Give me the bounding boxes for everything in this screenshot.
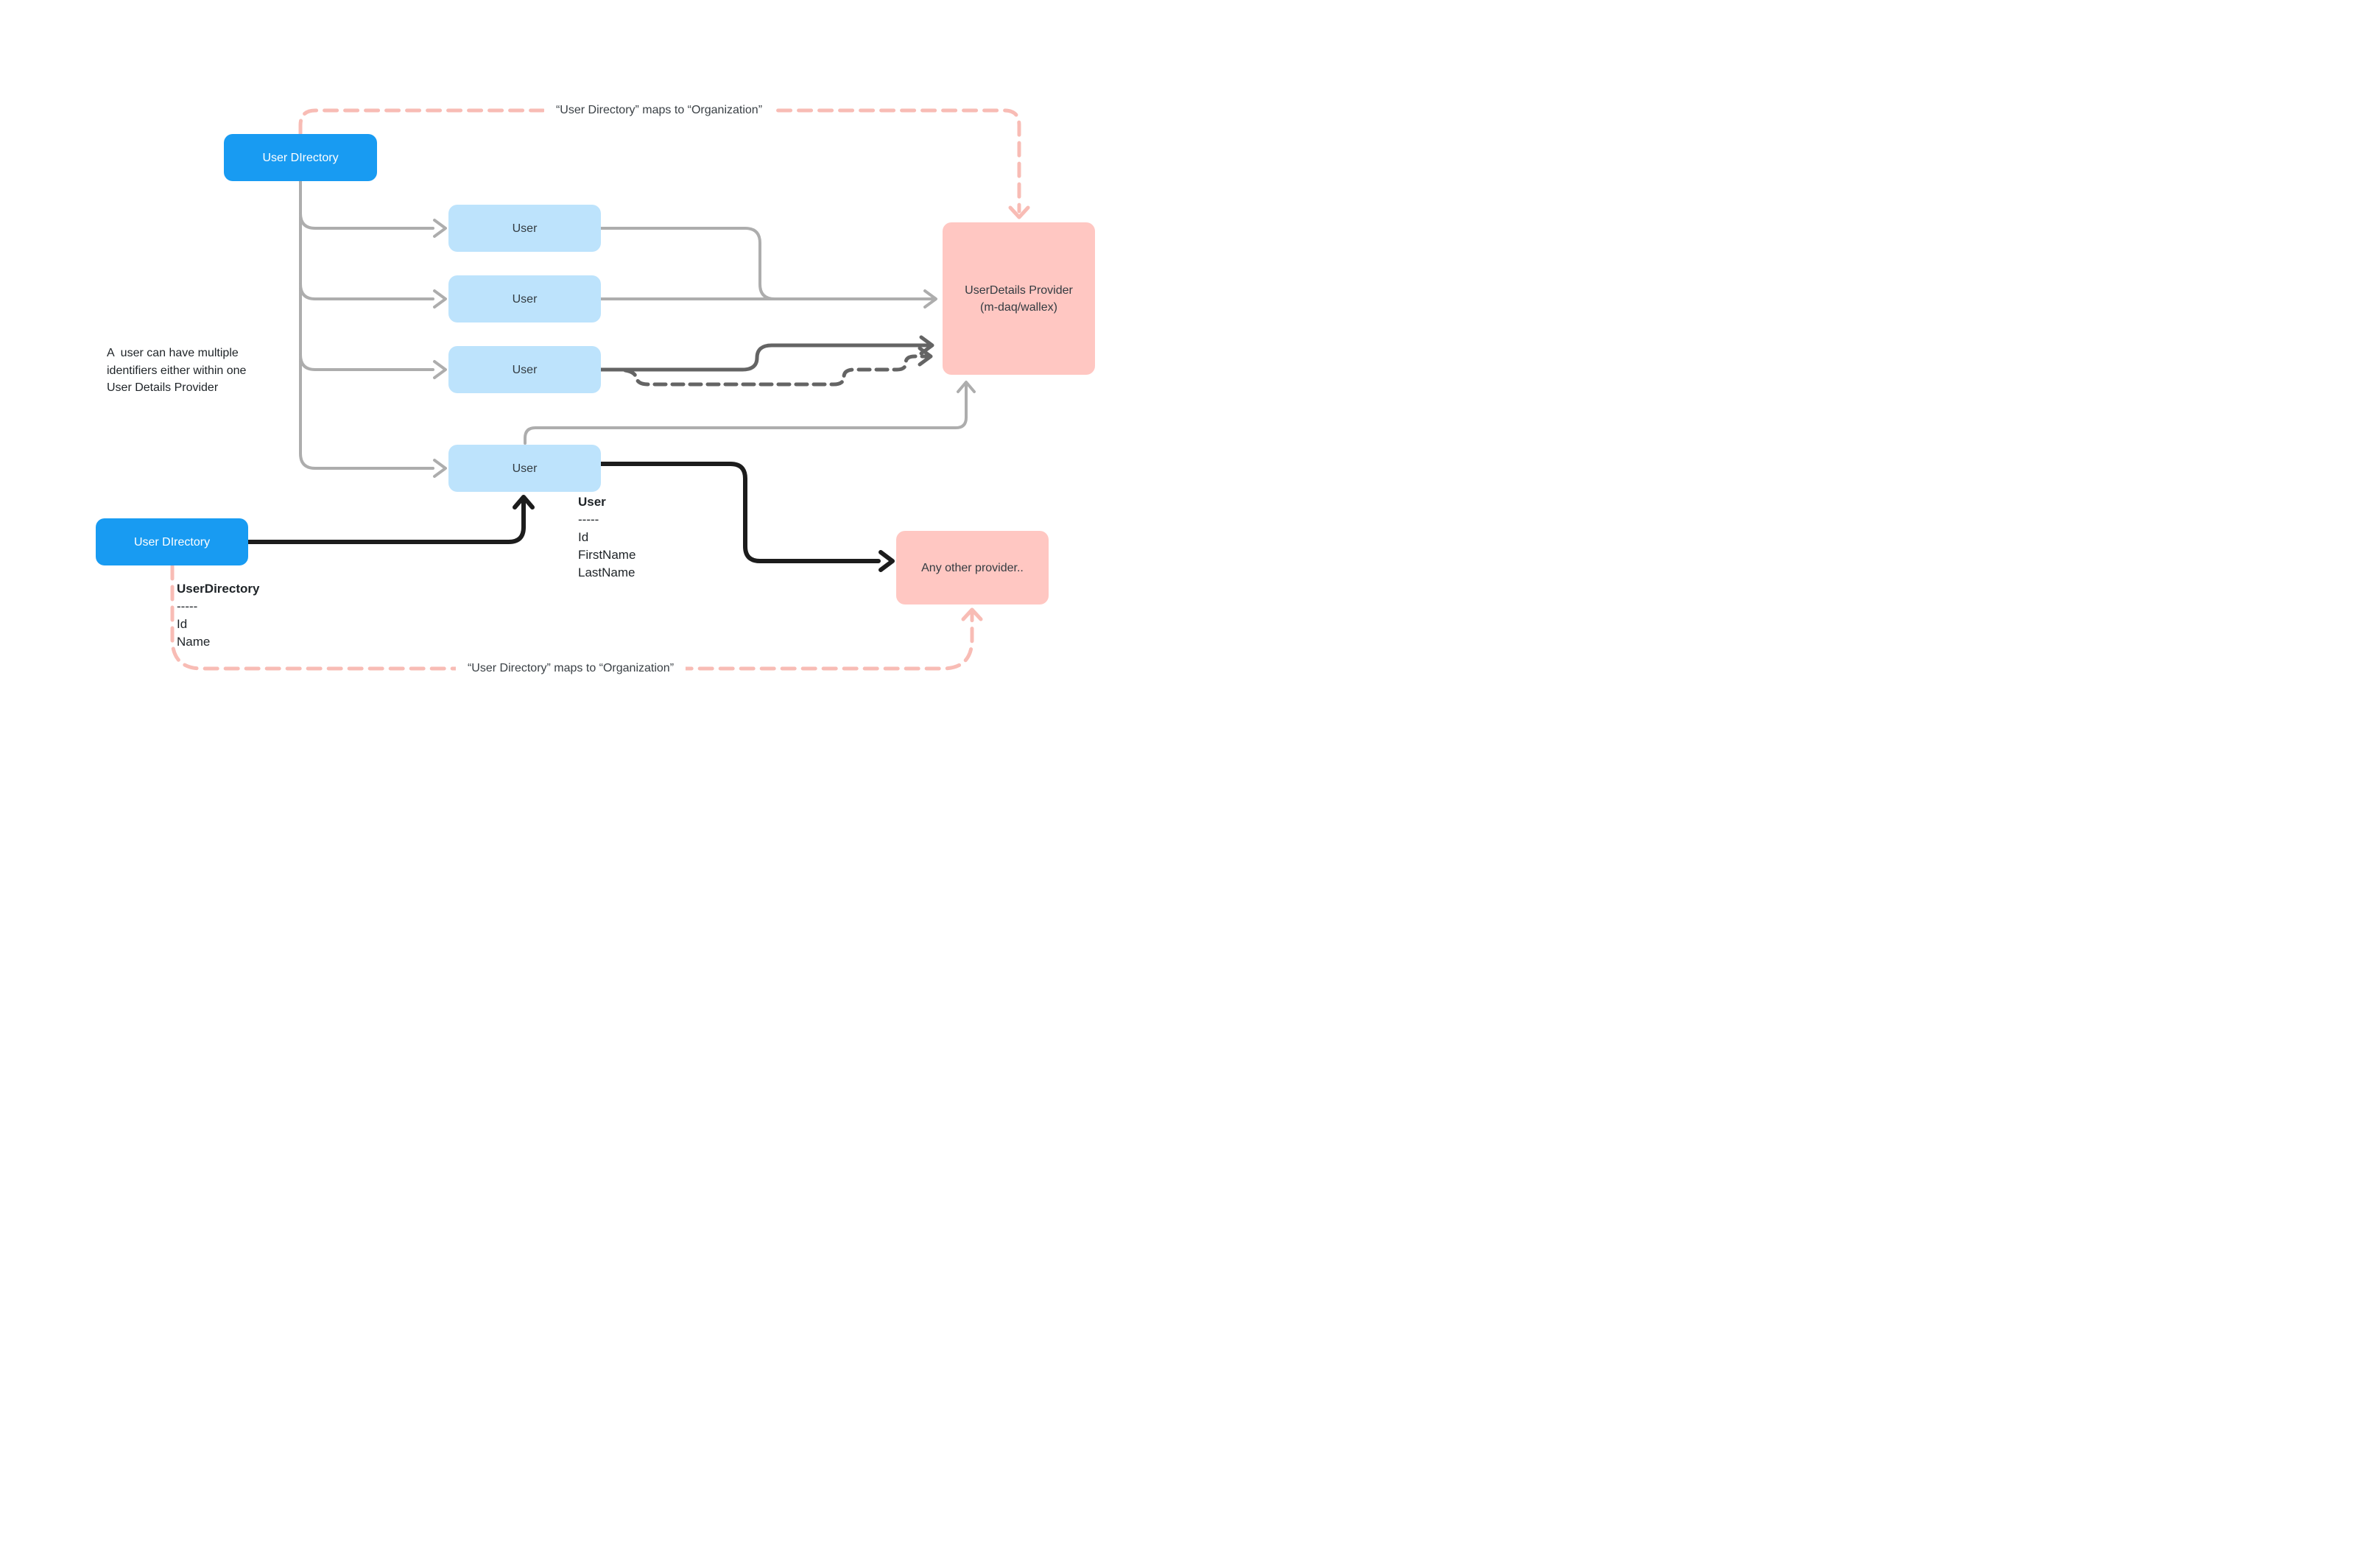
arrowhead-user4-bottom [513, 495, 535, 510]
arrowhead-branch3 [433, 360, 447, 379]
user-node-1[interactable]: User [448, 205, 601, 252]
arrowhead-top-mapping [1008, 205, 1030, 219]
connector-branch2 [299, 283, 434, 300]
user-directory-bottom-label: User DIrectory [133, 535, 211, 549]
arrowhead-any-provider [879, 550, 895, 572]
connector-top-mapping [298, 108, 1021, 214]
arrowhead-branch2 [433, 289, 447, 309]
user-node-2[interactable]: User [448, 275, 601, 322]
connector-user1-merge [599, 227, 776, 300]
user-node-4[interactable]: User [448, 445, 601, 492]
side-note-line3: User Details Provider [107, 381, 219, 394]
user-directory-top-label: User DIrectory [262, 151, 339, 164]
connectors-layer [170, 108, 1030, 671]
user-node-3[interactable]: User [448, 346, 601, 393]
user-schema-divider: ----- [578, 512, 599, 526]
user-directory-schema-divider: ----- [177, 599, 198, 613]
connector-user4-to-any-provider [599, 462, 881, 563]
top-mapping-label: “User Directory” maps to “Organization” [543, 102, 775, 119]
connector-bottom-directory-to-user4 [246, 499, 526, 544]
user-node-2-label: User [512, 292, 538, 306]
arrowhead-branch1 [433, 219, 447, 238]
connector-user3-dashed [623, 354, 929, 387]
user-details-provider-label-line2: (m-daq/wallex) [980, 300, 1057, 314]
user-schema-field-id: Id [578, 530, 589, 544]
user-details-provider-node[interactable]: UserDetails Provider (m-daq/wallex) [943, 222, 1095, 375]
user-node-1-label: User [512, 222, 538, 235]
arrowhead-user3-dashed [918, 346, 933, 367]
connector-bottom-mapping [170, 564, 974, 671]
user-schema-field-firstname: FirstName [578, 548, 636, 562]
connector-trunk-branch4 [299, 180, 434, 470]
arrowhead-branch4 [433, 459, 447, 478]
arrowhead-bottom-mapping [961, 607, 983, 621]
side-note-line2: identifiers either within one [107, 364, 247, 377]
user-details-provider-label-line1: UserDetails Provider [965, 283, 1073, 297]
user-node-4-label: User [512, 462, 538, 475]
side-note: A user can have multiple identifiers eit… [107, 345, 246, 397]
user-directory-bottom-node[interactable]: User DIrectory [96, 518, 248, 565]
user-directory-top-node[interactable]: User DIrectory [224, 134, 377, 181]
diagram-canvas: User DIrectory User User User User UserD… [0, 0, 1190, 779]
user-directory-schema-field-id: Id [177, 617, 188, 631]
user-schema-field-lastname: LastName [578, 565, 636, 579]
user-directory-schema-field-name: Name [177, 635, 211, 649]
bottom-mapping-label: “User Directory” maps to “Organization” [455, 660, 686, 677]
connector-user4-to-provider-bottom [524, 384, 968, 445]
arrowhead-provider-bottom-gray [957, 381, 976, 393]
side-note-line1: A user can have multiple [107, 347, 239, 359]
user-schema: User ----- Id FirstName LastName [578, 493, 636, 582]
any-other-provider-label: Any other provider.. [921, 561, 1024, 574]
user-directory-schema: UserDirectory ----- Id Name [177, 580, 259, 651]
connector-user3-solid [599, 343, 932, 372]
user-node-3-label: User [512, 363, 538, 376]
connector-branch3 [299, 353, 434, 371]
connector-branch1 [299, 212, 434, 230]
user-directory-schema-title: UserDirectory [177, 582, 260, 596]
user-schema-title: User [578, 495, 606, 509]
arrowhead-into-provider-gray [923, 289, 937, 309]
any-other-provider-node[interactable]: Any other provider.. [896, 531, 1049, 604]
